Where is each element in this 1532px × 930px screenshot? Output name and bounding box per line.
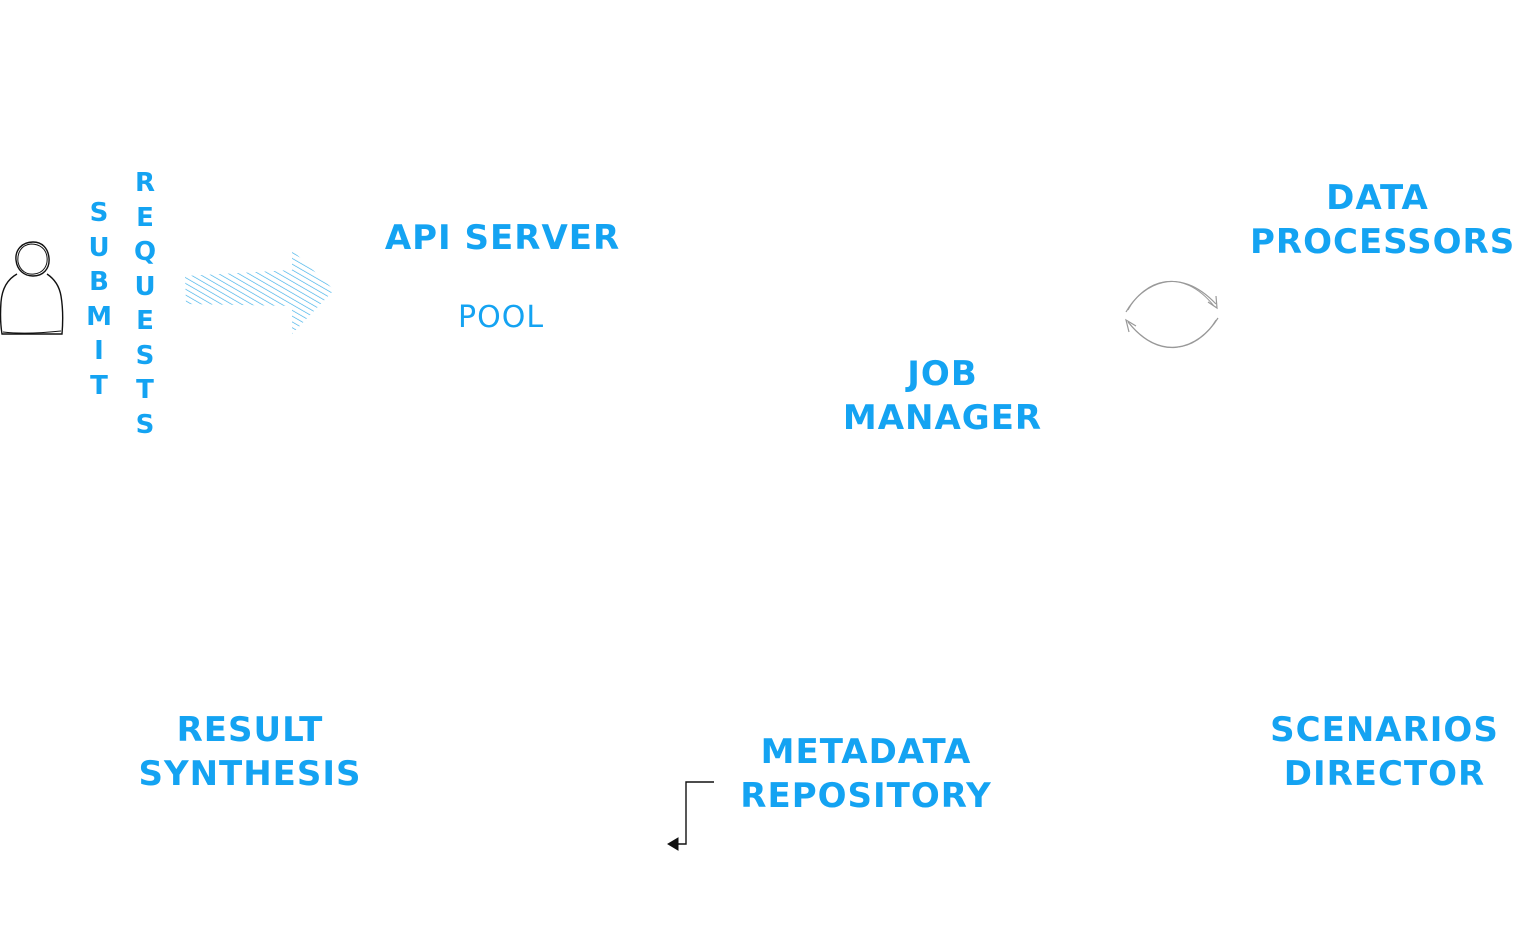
vertical-letter: T [90, 370, 108, 401]
vertical-letter: Q [133, 237, 157, 267]
result-synthesis-line1: RESULT [176, 710, 324, 750]
scenarios-director-node: SCENARIOS DIRECTOR [1262, 708, 1507, 796]
vertical-letter: I [94, 336, 104, 366]
api-server-pool-label: POOL [458, 300, 545, 335]
elbow-arrow-icon [667, 781, 714, 851]
metadata-repository-line2: REPOSITORY [740, 776, 992, 816]
data-processors-line2: PROCESSORS [1250, 222, 1516, 262]
job-manager-line2: MANAGER [842, 398, 1043, 438]
data-processors-line1: DATA [1326, 178, 1429, 218]
result-synthesis-line2: SYNTHESIS [138, 754, 362, 794]
vertical-letter: E [136, 202, 154, 233]
api-server-title: API SERVER [384, 218, 621, 258]
scenarios-director-line1: SCENARIOS [1270, 710, 1499, 750]
scenarios-director-line2: DIRECTOR [1283, 754, 1486, 794]
vertical-letter: S [135, 340, 155, 371]
job-manager-node: JOB MANAGER [830, 352, 1055, 440]
vertical-letter: U [134, 271, 156, 302]
vertical-letter: U [88, 232, 110, 263]
vertical-letter: M [86, 301, 112, 332]
job-manager-line1: JOB [907, 354, 978, 394]
vertical-letter: E [136, 306, 154, 336]
vertical-letter: S [135, 409, 155, 440]
vertical-letter: T [136, 375, 154, 405]
submit-arrow-icon [185, 250, 334, 334]
metadata-repository-line1: METADATA [760, 732, 972, 772]
metadata-repository-node: METADATA REPOSITORY [735, 730, 997, 818]
vertical-letter: B [89, 267, 109, 297]
vertical-letter: S [89, 198, 109, 228]
data-processors-node: DATA PROCESSORS [1250, 176, 1516, 264]
vertical-letter: R [134, 168, 156, 198]
person-icon [0, 241, 64, 335]
result-synthesis-node: RESULT SYNTHESIS [130, 708, 370, 796]
cycle-arrows-icon [1125, 280, 1219, 348]
